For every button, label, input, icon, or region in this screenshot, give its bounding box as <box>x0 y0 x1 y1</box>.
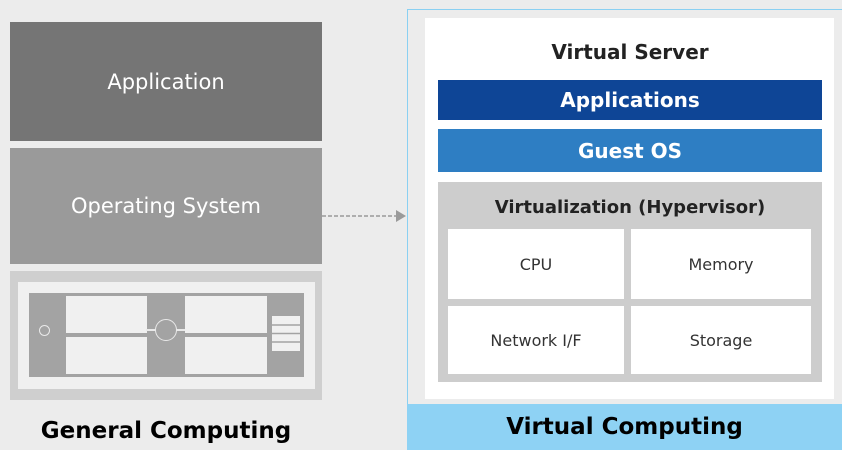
resource-network: Network I/F <box>448 306 624 374</box>
virtual-server-title-text: Virtual Server <box>551 40 709 64</box>
dashed-arrow-icon <box>322 208 407 222</box>
general-os-label: Operating System <box>71 194 261 218</box>
virtual-server-title: Virtual Server <box>438 32 822 72</box>
drive-bay-2-top <box>185 296 267 333</box>
resource-memory: Memory <box>631 229 811 299</box>
virtual-computing-caption-text: Virtual Computing <box>506 414 743 440</box>
drive-bay-1-bottom <box>66 337 147 374</box>
resource-storage-label: Storage <box>689 330 753 350</box>
resource-cpu: CPU <box>448 229 624 299</box>
dial-icon <box>155 319 177 341</box>
resource-memory-label: Memory <box>688 254 754 274</box>
guest-os-label: Guest OS <box>577 138 683 163</box>
drive-bay-1-top <box>66 296 147 333</box>
hypervisor-label: Virtualization (Hypervisor) <box>494 196 766 218</box>
guest-os-layer: Guest OS <box>438 129 822 172</box>
general-computing-caption: General Computing <box>10 412 322 450</box>
drive-bay-2-bottom <box>185 337 267 374</box>
hypervisor-title: Virtualization (Hypervisor) <box>438 187 822 227</box>
general-os-layer: Operating System <box>10 148 322 264</box>
resource-cpu-label: CPU <box>519 254 553 274</box>
power-led-icon <box>39 325 50 336</box>
vent-icon <box>272 316 300 351</box>
resource-network-label: Network I/F <box>490 330 582 350</box>
applications-layer: Applications <box>438 80 822 120</box>
general-application-label: Application <box>107 69 225 94</box>
virtual-computing-caption: Virtual Computing <box>407 404 842 450</box>
general-application-layer: Application <box>10 22 322 141</box>
general-computing-caption-text: General Computing <box>40 418 292 444</box>
resource-storage: Storage <box>631 306 811 374</box>
applications-label: Applications <box>560 88 700 112</box>
